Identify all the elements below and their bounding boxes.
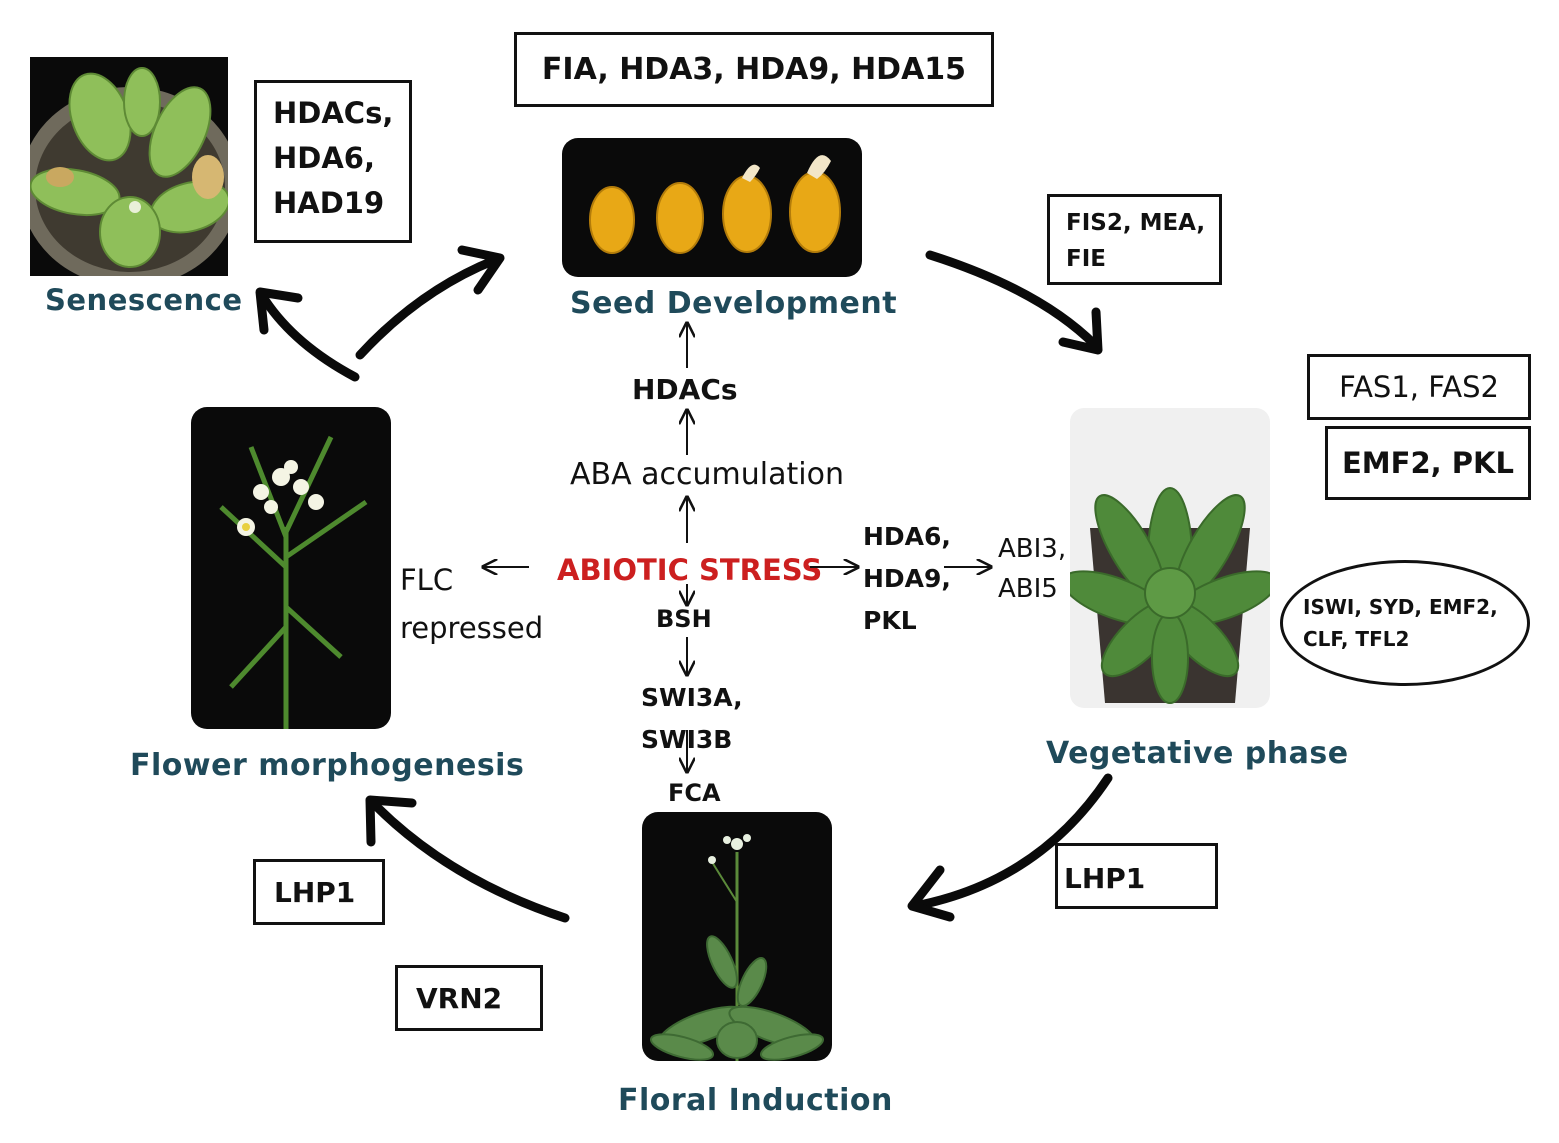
lhp1-right-box: LHP1 — [1055, 843, 1218, 909]
repressed-text: repressed — [400, 611, 544, 645]
seed-to-vegetative-genes-box: FIS2, MEA, FIE — [1047, 194, 1222, 285]
oval-genes: ISWI, SYD, EMF2, CLF, TFL2 — [1280, 560, 1530, 686]
stage-seed-development: Seed Development — [570, 286, 898, 321]
stage-flower-morphogenesis: Flower morphogenesis — [130, 748, 525, 783]
arrow-vegetative-to-floral — [915, 773, 1113, 910]
hda-group: HDA6, HDA9, PKL — [863, 516, 951, 642]
vrn2-text: VRN2 — [416, 982, 503, 1015]
flc-repressed: FLC repressed — [400, 556, 543, 652]
arrowhead-seed — [457, 245, 505, 295]
fas-text: FAS1, FAS2 — [1339, 370, 1499, 404]
seed-genes-box: FIA, HDA3, HDA9, HDA15 — [514, 32, 994, 107]
hda6-text: HDA6, — [863, 522, 951, 551]
arrow-seed-to-vegetative — [925, 250, 1100, 350]
fca-text: FCA — [668, 779, 721, 807]
fis2-mea-text: FIS2, MEA, — [1066, 210, 1206, 236]
arrow-floral-to-flower — [370, 800, 570, 923]
flower-photo — [191, 407, 391, 729]
arrowhead-vegetative — [1058, 307, 1103, 355]
floral-induction-photo — [642, 812, 832, 1061]
bsh-text: BSH — [656, 605, 712, 633]
seed-genes-text: FIA, HDA3, HDA9, HDA15 — [541, 52, 967, 87]
abi5-text: ABI5 — [998, 574, 1058, 604]
fie-text: FIE — [1066, 246, 1106, 272]
vrn2-box: VRN2 — [395, 965, 543, 1031]
arrow-flower-to-seed — [355, 255, 500, 360]
stage-senescence: Senescence — [45, 283, 243, 317]
vegetative-photo — [1070, 408, 1270, 708]
lhp1-right-text: LHP1 — [1064, 862, 1146, 895]
iswi-syd-emf2-text: ISWI, SYD, EMF2, — [1303, 595, 1498, 619]
arrowhead-senescence — [255, 287, 303, 335]
abi-group: ABI3, ABI5 — [998, 529, 1066, 609]
lhp1-left-box: LHP1 — [253, 859, 385, 925]
clf-tfl2-text: CLF, TFL2 — [1303, 627, 1410, 651]
center-hdacs: HDACs — [632, 373, 738, 406]
flc-text: FLC — [400, 563, 454, 597]
arrowhead-floral — [907, 865, 955, 922]
pkl-text: PKL — [863, 606, 917, 635]
emf2-pkl-box: EMF2, PKL — [1325, 426, 1531, 500]
senescence-genes-box: HDACs, HDA6, HAD19 — [254, 80, 412, 243]
senescence-gene-1: HDACs, — [273, 96, 394, 130]
abiotic-stress: ABIOTIC STRESS — [557, 553, 823, 587]
stage-vegetative-phase: Vegetative phase — [1046, 736, 1349, 771]
seed-photo — [562, 138, 862, 277]
senescence-gene-3: HAD19 — [273, 186, 385, 220]
emf2-pkl-text: EMF2, PKL — [1342, 446, 1514, 480]
aba-accumulation: ABA accumulation — [570, 457, 844, 492]
stage-floral-induction: Floral Induction — [618, 1083, 893, 1118]
abi3-text: ABI3, — [998, 534, 1067, 564]
senescence-gene-2: HDA6, — [273, 141, 375, 175]
lhp1-left-text: LHP1 — [274, 876, 356, 909]
swi3a-text: SWI3A, — [641, 683, 743, 712]
arrowhead-flower — [365, 795, 417, 847]
fas-box: FAS1, FAS2 — [1307, 354, 1531, 420]
senescence-photo — [30, 57, 228, 276]
hda9-text: HDA9, — [863, 564, 951, 593]
arrow-flower-to-senescence — [260, 295, 360, 382]
